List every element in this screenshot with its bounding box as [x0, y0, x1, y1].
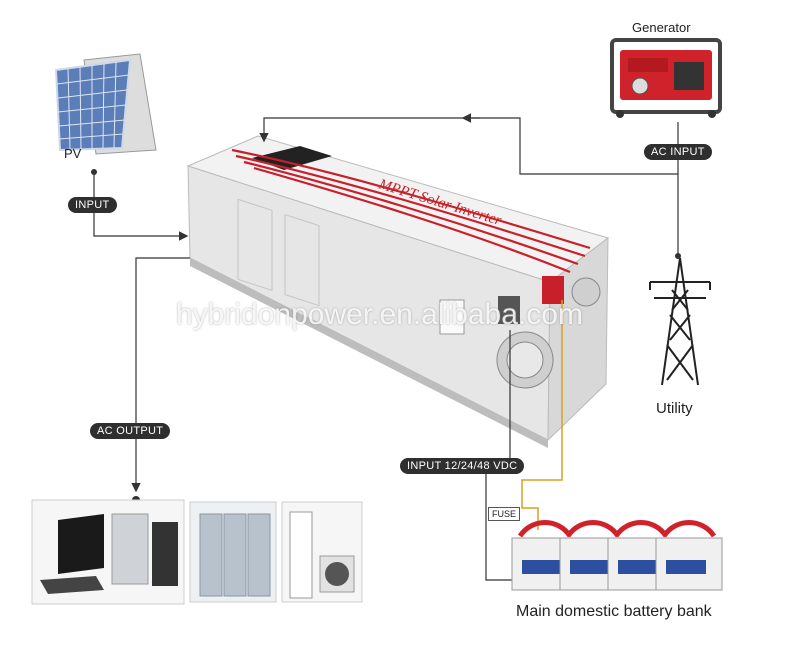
computer-icon: [31, 499, 185, 605]
power-tower-icon: [649, 257, 711, 386]
ac-input-tag: AC INPUT: [644, 144, 712, 160]
battery-icon: [511, 520, 723, 591]
ac-output-tag: AC OUTPUT: [90, 423, 171, 439]
dc-input-tag: INPUT 12/24/48 VDC: [400, 458, 525, 474]
utility-label: Utility: [656, 400, 693, 417]
switchgear-icon: [189, 501, 277, 603]
pv-label: PV: [64, 146, 82, 161]
solar-panel-icon: [54, 53, 157, 155]
inverter-unit: [186, 135, 610, 448]
input-tag: INPUT: [68, 197, 117, 213]
generator-icon: [610, 38, 722, 118]
generator-label: Generator: [632, 20, 691, 35]
battery-bank-label: Main domestic battery bank: [516, 603, 712, 620]
watermark: hybridonpower.en.alibaba.com: [176, 298, 583, 331]
fuse-label: FUSE: [488, 507, 521, 521]
air-conditioner-icon: [281, 501, 363, 603]
